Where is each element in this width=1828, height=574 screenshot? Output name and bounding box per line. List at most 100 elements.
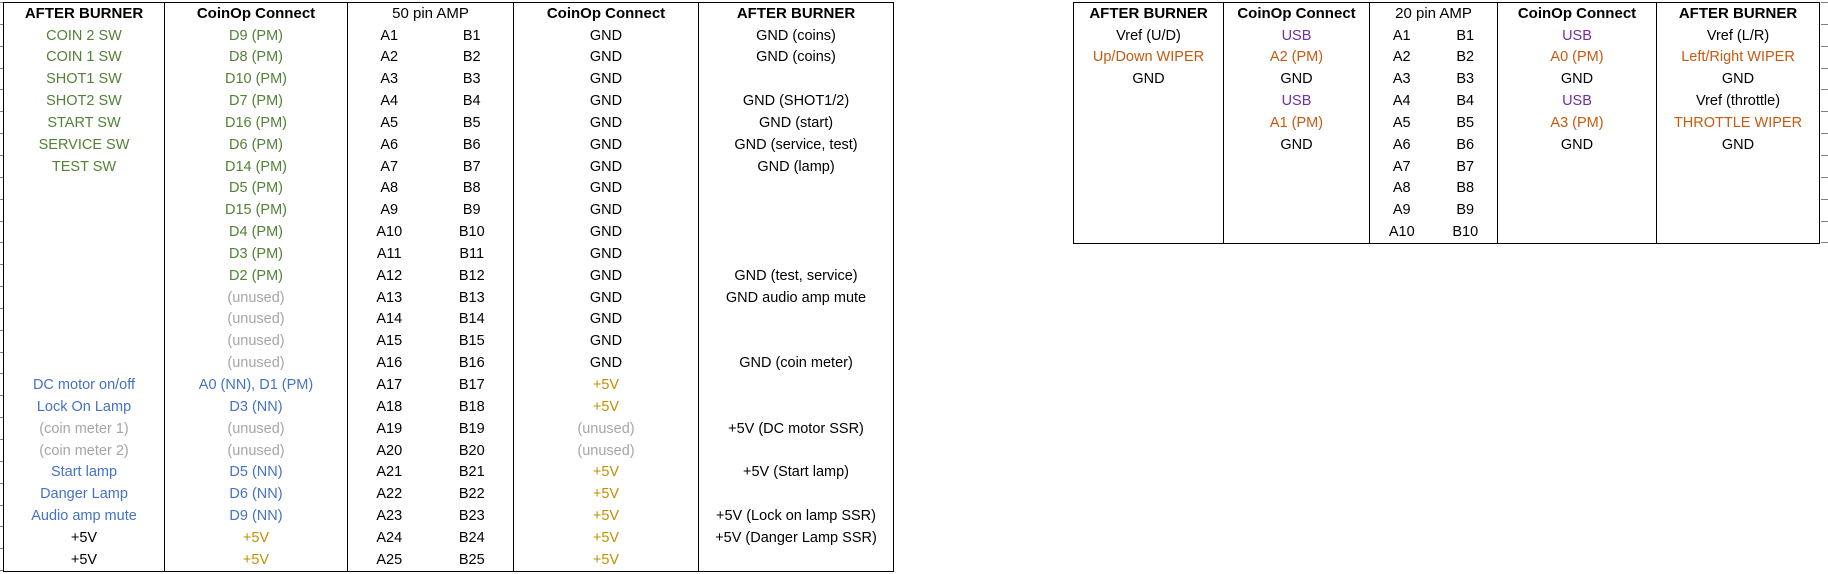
pin-a-label: A3 — [380, 71, 399, 88]
pin-b-label: B3 — [462, 71, 481, 88]
signal-cell: USB — [1562, 93, 1592, 110]
pin-a-label: A12 — [376, 267, 403, 284]
signal-cell: +5V — [592, 529, 620, 546]
signal-cell — [1224, 221, 1369, 243]
signal-cell — [1074, 90, 1223, 112]
signal-cell — [699, 484, 893, 506]
pin-a-label: A5 — [1392, 114, 1411, 131]
column-header: CoinOp Connect — [1517, 5, 1637, 23]
pin-b-label: B4 — [1456, 93, 1475, 110]
pin-a-label: A6 — [380, 136, 399, 153]
pin-b-label: B1 — [1456, 27, 1475, 44]
pin-a-label: A1 — [380, 27, 399, 44]
gridline-tick — [1821, 155, 1828, 156]
column-header: AFTER BURNER — [1678, 5, 1798, 23]
pin-b-label: B8 — [462, 180, 481, 197]
signal-cell — [1498, 200, 1656, 222]
signal-cell: GND — [589, 289, 623, 306]
pin-a-label: A21 — [376, 464, 403, 481]
gridline-tick — [0, 330, 3, 331]
pin-a-label: A7 — [380, 158, 399, 175]
signal-cell — [699, 396, 893, 418]
signal-cell — [4, 265, 164, 287]
column-header: CoinOp Connect — [196, 5, 316, 23]
signal-cell: A0 (NN), D1 (PM) — [198, 377, 314, 394]
signal-cell: D9 (PM) — [229, 27, 283, 44]
signal-cell: Audio amp mute — [31, 508, 137, 525]
signal-cell: +5V — [70, 529, 98, 546]
pin-b-label: B7 — [462, 158, 481, 175]
signal-cell: (unused) — [227, 442, 285, 459]
pin-b-label: B2 — [462, 49, 481, 66]
gridline-tick — [0, 2, 3, 3]
gridline-tick — [0, 24, 3, 25]
signal-cell: Vref (L/R) — [1706, 27, 1770, 44]
signal-cell: SHOT2 SW — [46, 93, 122, 110]
gridline-tick — [0, 483, 3, 484]
gridline-tick — [0, 352, 3, 353]
pin-a-label: A23 — [376, 508, 403, 525]
signal-cell: USB — [1281, 27, 1312, 44]
signal-cell — [4, 309, 164, 331]
signal-cell: D6 (PM) — [229, 136, 283, 153]
signal-cell: D7 (PM) — [229, 93, 283, 110]
gridline-tick — [0, 570, 3, 571]
column-header: AFTER BURNER — [1089, 5, 1208, 23]
gridline-tick — [0, 89, 3, 90]
pin-b-label: B12 — [458, 267, 485, 284]
signal-cell: +5V — [592, 464, 620, 481]
pin-b-label: B2 — [1456, 49, 1475, 66]
gridline-tick — [0, 177, 3, 178]
gridline-tick — [1821, 46, 1828, 47]
signal-cell: D14 (PM) — [224, 158, 288, 175]
pin-number-cell: A8 B8 — [348, 178, 513, 200]
pin-a-label: A9 — [1392, 202, 1411, 219]
signal-cell: GND — [589, 267, 623, 284]
signal-cell: D4 (PM) — [229, 224, 283, 241]
signal-cell: (unused) — [577, 442, 635, 459]
signal-cell: GND — [1280, 136, 1313, 153]
signal-cell — [699, 440, 893, 462]
pin-number-cell: A9 B9 — [1370, 200, 1497, 222]
signal-cell — [1498, 156, 1656, 178]
signal-cell: (unused) — [227, 333, 285, 350]
pin-b-label: B9 — [1456, 202, 1475, 219]
gridline-tick — [0, 46, 3, 47]
gridline-tick — [1821, 89, 1828, 90]
signal-cell — [4, 221, 164, 243]
signal-cell: GND — [589, 114, 623, 131]
pin-a-label: A8 — [380, 180, 399, 197]
signal-cell: +5V — [70, 551, 98, 568]
pin-b-label: B15 — [458, 333, 485, 350]
gridline-tick — [1821, 68, 1828, 69]
pin-a-label: A19 — [376, 420, 403, 437]
signal-cell: D15 (PM) — [224, 202, 288, 219]
signal-cell: GND (SHOT1/2) — [742, 93, 850, 110]
signal-cell: GND — [1560, 136, 1594, 153]
signal-cell: USB — [1562, 27, 1592, 44]
signal-cell — [1224, 156, 1369, 178]
pin-a-label: A24 — [376, 529, 403, 546]
signal-cell — [1657, 156, 1819, 178]
signal-cell: GND (lamp) — [757, 158, 835, 175]
pin-b-label: B21 — [458, 464, 485, 481]
signal-cell: DC motor on/off — [32, 377, 136, 394]
gridline-tick — [0, 111, 3, 112]
signal-cell: GND — [589, 311, 623, 328]
signal-cell: +5V — [592, 486, 620, 503]
